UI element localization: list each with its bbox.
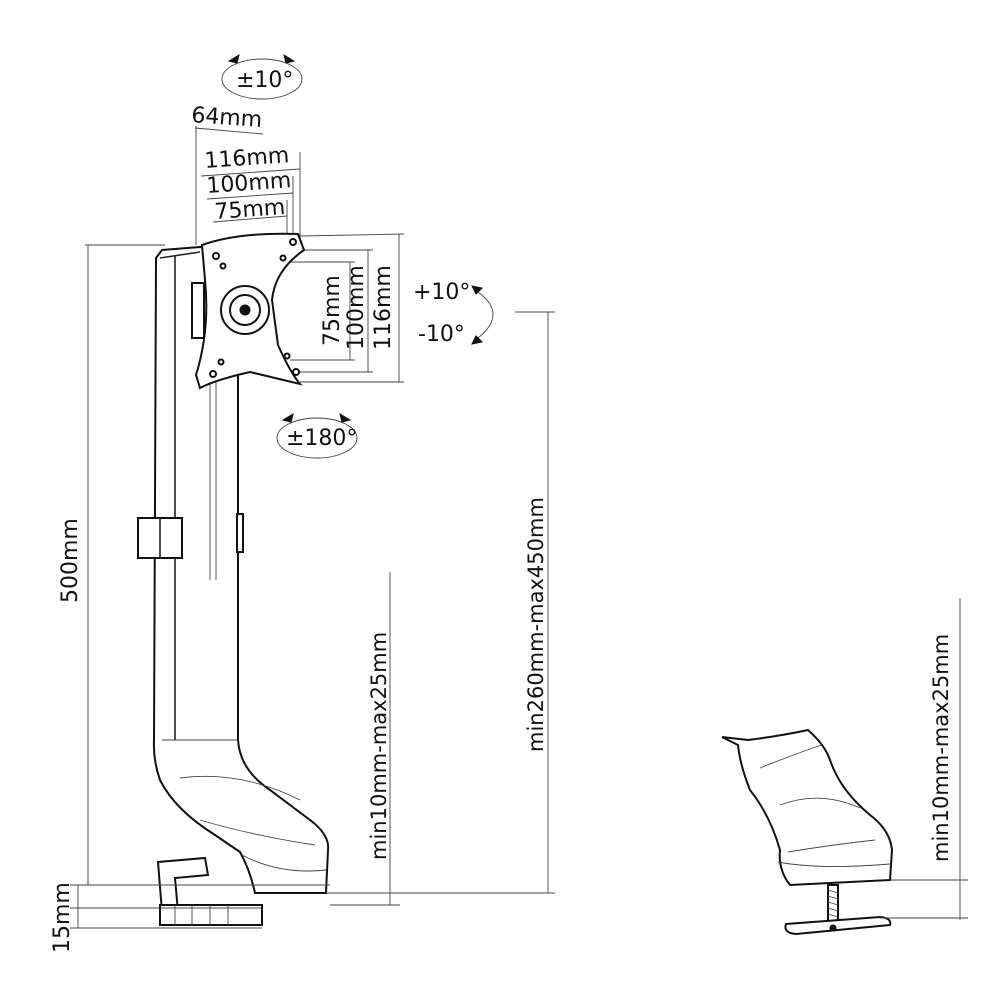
mount-pole [137, 245, 330, 926]
tilt-top-label: ±10° [236, 68, 293, 93]
height-total-dim: 500mm [58, 244, 330, 886]
vesa-100-v-label: 100mm [344, 265, 369, 350]
vesa-vertical-dims: 75mm 100mm 116mm [282, 233, 405, 383]
base-15-label: 15mm [50, 882, 75, 953]
vesa-64-label: 64mm [191, 103, 263, 133]
height-total-label: 500mm [58, 518, 83, 603]
base-15-dim: 15mm [50, 882, 262, 953]
vesa-75-v-label: 75mm [320, 275, 345, 346]
desk-thickness-label-1: min10mm-max25mm [367, 632, 391, 860]
desk-thickness-dim-1: min10mm-max25mm [330, 572, 400, 906]
height-range-dim: min260mm-max450mm [326, 311, 555, 894]
height-range-label: min260mm-max450mm [524, 497, 548, 752]
vesa-plate [194, 232, 306, 390]
tilt-top-indicator: ±10° [221, 53, 303, 100]
tilt-down-label: -10° [418, 322, 465, 347]
rotation-label: ±180° [286, 426, 357, 451]
tilt-up-label: +10° [413, 280, 470, 305]
vesa-75-h-label: 75mm [214, 195, 286, 225]
threaded-rod [827, 884, 839, 924]
vesa-116-h-label: 116mm [204, 143, 290, 174]
vesa-horizontal-dims: 64mm 116mm 100mm 75mm [191, 103, 301, 258]
desk-thickness-label-2: min10mm-max25mm [929, 634, 953, 862]
grommet-mount-detail [721, 728, 894, 936]
rotation-indicator: ±180° [276, 412, 358, 459]
vesa-116-v-label: 116mm [371, 265, 396, 350]
desk-thickness-dim-2: min10mm-max25mm [880, 598, 968, 920]
tilt-side-indicator: +10° -10° [413, 280, 494, 347]
